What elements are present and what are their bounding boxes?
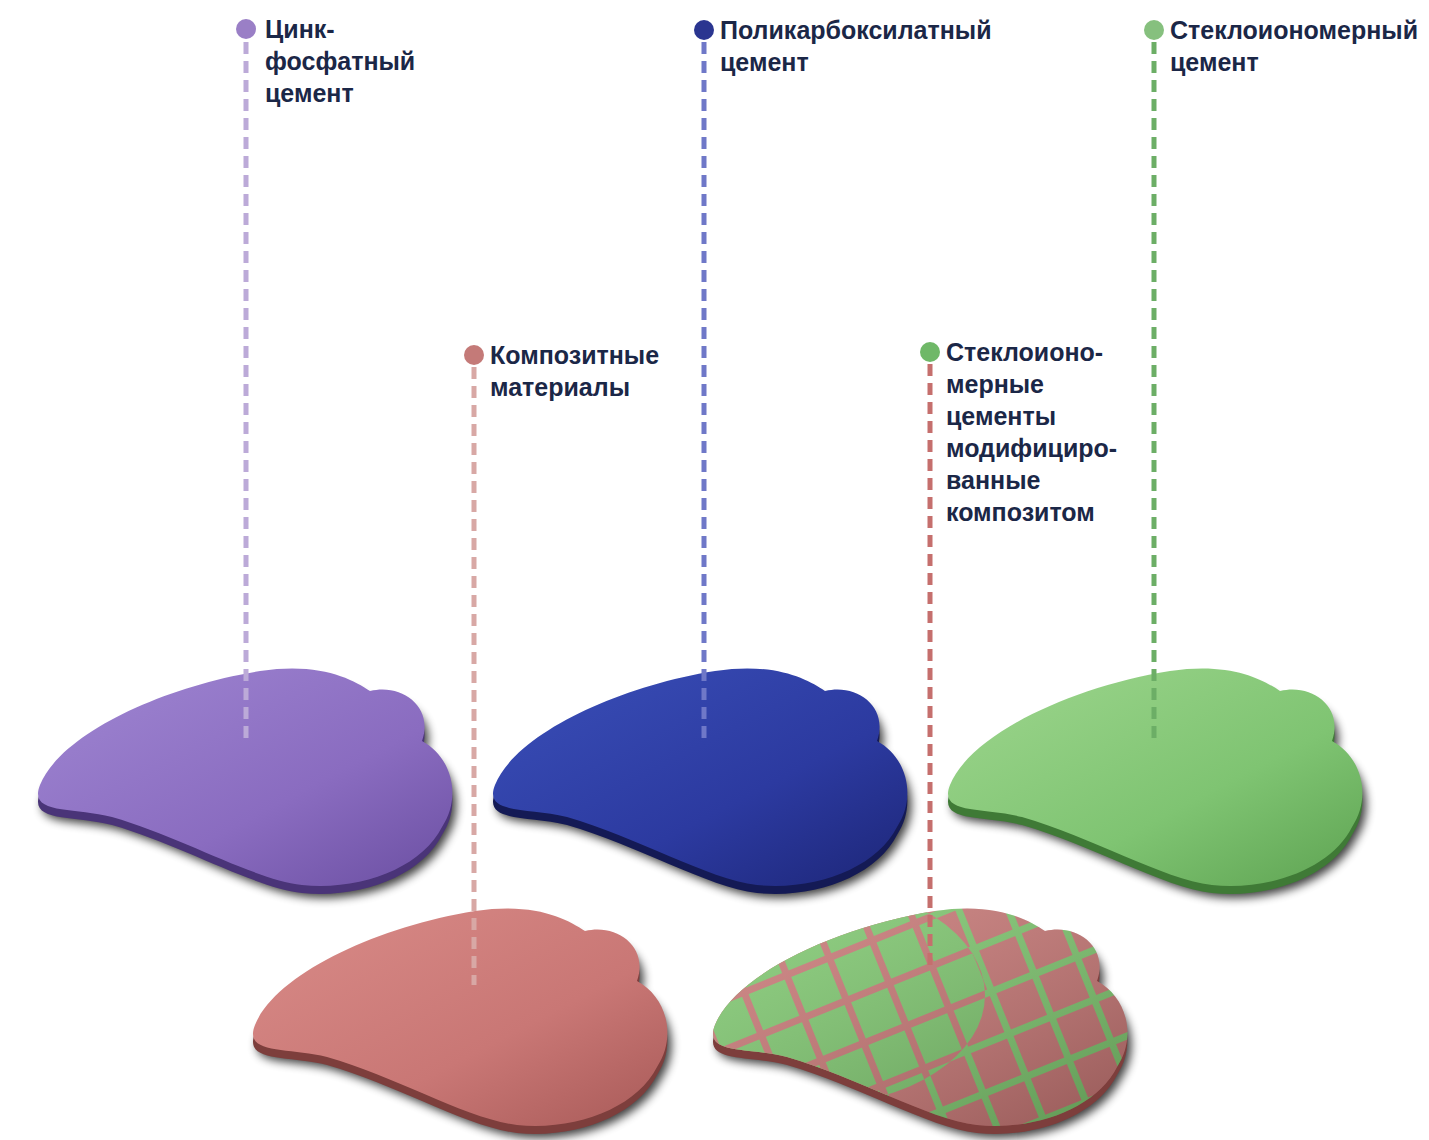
cement-sample	[493, 668, 911, 897]
leader-lines	[246, 42, 1154, 985]
cement-sample	[948, 668, 1366, 897]
material-label: Стеклоиономерный цемент	[1170, 14, 1418, 78]
material-label: Поликарбоксилатный цемент	[720, 14, 992, 78]
hybrid-sample	[645, 885, 1131, 1138]
material-label: Композитные материалы	[490, 339, 659, 403]
material-label: Стеклоионо- мерные цементы модифициро- в…	[946, 336, 1117, 528]
material-label: Цинк- фосфатный цемент	[265, 13, 415, 109]
cement-sample	[38, 668, 456, 897]
composite-sample	[253, 908, 671, 1137]
